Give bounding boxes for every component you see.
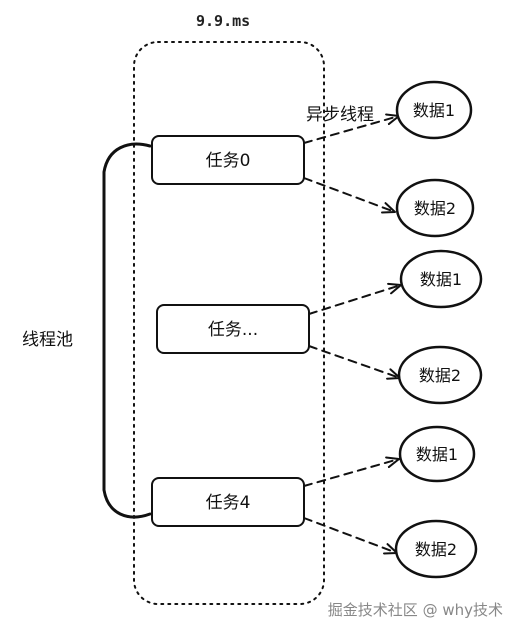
data-label: 数据2 [419, 366, 461, 385]
diagram-title: 9.9.ms [196, 12, 250, 30]
arrow-task2-data1 [303, 456, 400, 487]
data-node-task0-2: 数据2 [395, 178, 475, 238]
thread-pool-label: 线程池 [22, 330, 73, 350]
data-node-task1-1: 数据1 [399, 249, 483, 309]
task-label: 任务4 [206, 493, 251, 513]
data-label: 数据1 [420, 270, 462, 289]
async-thread-label: 异步线程 [306, 105, 374, 125]
data-label: 数据1 [416, 445, 458, 464]
task-node-1: 任务... [156, 304, 310, 354]
thread-pool-bracket [102, 142, 152, 519]
data-node-task2-2: 数据2 [394, 519, 478, 579]
task-node-2: 任务4 [151, 477, 305, 527]
data-node-task0-1: 数据1 [395, 80, 473, 140]
arrow-task1-data2 [308, 345, 401, 380]
arrow-task0-data2 [303, 177, 396, 214]
data-label: 数据1 [413, 101, 455, 120]
data-label: 数据2 [415, 540, 457, 559]
arrow-task1-data1 [308, 282, 402, 315]
data-label: 数据2 [414, 199, 456, 218]
data-node-task2-1: 数据1 [398, 425, 476, 483]
arrow-task2-data2 [303, 517, 398, 555]
time-window-frame [133, 41, 325, 605]
task-label: 任务0 [206, 151, 251, 171]
task-node-0: 任务0 [151, 135, 305, 185]
watermark: 掘金技术社区 @ why技术 [328, 601, 503, 619]
task-label: 任务... [208, 320, 258, 340]
arrow-task0-data1 [303, 113, 400, 144]
data-node-task1-2: 数据2 [397, 345, 483, 405]
